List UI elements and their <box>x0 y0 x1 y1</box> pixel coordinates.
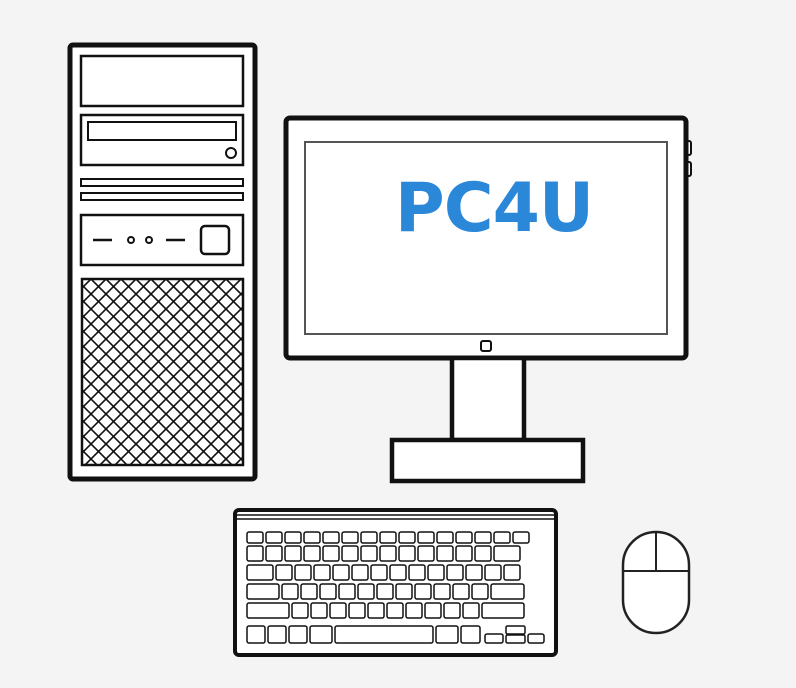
monitor-power-button <box>480 340 492 352</box>
keyboard-key <box>474 531 492 544</box>
keyboard-key <box>303 545 321 562</box>
keyboard-key <box>367 602 385 619</box>
keyboard-key <box>379 545 397 562</box>
keyboard-key <box>246 564 274 581</box>
keyboard-key <box>313 564 331 581</box>
keyboard-arrow-key <box>505 634 526 644</box>
keyboard-key <box>291 602 309 619</box>
keyboard-key <box>436 545 454 562</box>
keyboard-key <box>288 625 308 644</box>
keyboard-key <box>398 545 416 562</box>
keyboard-key <box>309 625 333 644</box>
monitor-screen <box>304 141 668 335</box>
keyboard-key <box>341 531 359 544</box>
keyboard-key <box>275 564 293 581</box>
keyboard-key <box>360 545 378 562</box>
keyboard-key <box>322 545 340 562</box>
keyboard-key <box>474 545 492 562</box>
keyboard-key <box>417 545 435 562</box>
keyboard-key <box>471 583 489 600</box>
keyboard-key <box>329 602 347 619</box>
keyboard-key <box>405 602 423 619</box>
keyboard-key <box>357 583 375 600</box>
keyboard-key <box>348 602 366 619</box>
keyboard-key <box>435 625 459 644</box>
keyboard-key <box>386 602 404 619</box>
keyboard-key <box>395 583 413 600</box>
keyboard-key <box>267 625 287 644</box>
keyboard-key <box>417 531 435 544</box>
keyboard-key <box>310 602 328 619</box>
keyboard-key <box>389 564 407 581</box>
keyboard-arrow-key <box>505 625 526 635</box>
keyboard-key <box>281 583 299 600</box>
keyboard-key <box>338 583 356 600</box>
keyboard-key <box>284 531 302 544</box>
keyboard-key <box>424 602 442 619</box>
keyboard-key <box>503 564 521 581</box>
keyboard-key <box>246 545 264 562</box>
keyboard-key <box>455 545 473 562</box>
keyboard-key <box>246 583 280 600</box>
monitor-stand-base <box>389 437 586 484</box>
keyboard-key <box>246 625 266 644</box>
keyboard-key <box>294 564 312 581</box>
keyboard-key <box>484 633 504 644</box>
keyboard-key <box>322 531 340 544</box>
keyboard-key <box>455 531 473 544</box>
keyboard-key <box>443 602 461 619</box>
keyboard-key <box>351 564 369 581</box>
keyboard-key <box>370 564 388 581</box>
mouse-icon <box>621 530 691 635</box>
keyboard-icon <box>233 508 558 657</box>
keyboard-key <box>334 625 434 644</box>
keyboard-key <box>493 545 521 562</box>
desktop-tower-icon <box>67 42 258 482</box>
vent-grille <box>80 277 245 467</box>
keyboard-key <box>452 583 470 600</box>
keyboard-key <box>265 545 283 562</box>
keyboard-key <box>246 531 264 544</box>
keyboard-key <box>484 564 502 581</box>
keyboard-key <box>319 583 337 600</box>
keyboard-key <box>465 564 483 581</box>
keyboard-key <box>246 602 290 619</box>
keyboard-key <box>398 531 416 544</box>
monitor-icon <box>283 115 692 484</box>
keyboard-key <box>481 602 525 619</box>
keyboard-key <box>512 531 530 544</box>
optical-drive <box>79 113 245 167</box>
keyboard-key <box>527 633 545 644</box>
keyboard-key <box>490 583 525 600</box>
keyboard-key <box>303 531 321 544</box>
keyboard-key <box>446 564 464 581</box>
front-panel <box>79 213 245 267</box>
monitor-stand-neck <box>449 355 527 443</box>
power-button <box>199 224 231 256</box>
keyboard-key <box>433 583 451 600</box>
keyboard-key <box>360 531 378 544</box>
keyboard-key <box>427 564 445 581</box>
keyboard-key <box>379 531 397 544</box>
keyboard-key <box>376 583 394 600</box>
keyboard-key <box>284 545 302 562</box>
keyboard-key <box>265 531 283 544</box>
keyboard-key <box>460 625 481 644</box>
keyboard-key <box>408 564 426 581</box>
keyboard-key <box>341 545 359 562</box>
keyboard-key <box>332 564 350 581</box>
keyboard-key <box>493 531 511 544</box>
keyboard-key <box>436 531 454 544</box>
keyboard-key <box>300 583 318 600</box>
screen-logo: PC4U <box>395 169 593 248</box>
keyboard-key <box>462 602 480 619</box>
keyboard-key <box>414 583 432 600</box>
